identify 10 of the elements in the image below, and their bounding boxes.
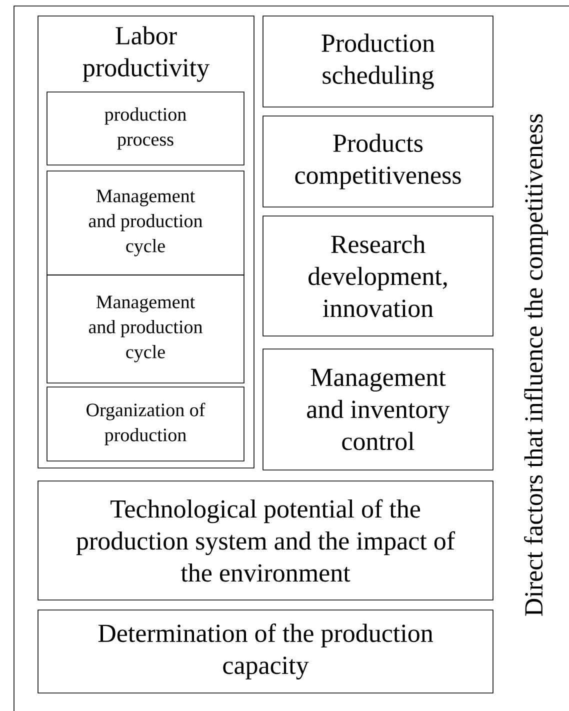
factor-box: Production scheduling [262,16,494,108]
factor-box: Organization of production [46,386,244,462]
factor-box: Determination of the production capacity [38,610,494,694]
factor-box: Technological potential of the production system and the impact of the environment [38,480,494,600]
factor-box: Research development, innovation [262,216,494,336]
factor-box: production process [46,92,244,166]
factor-box: Management and production cycle [46,274,244,384]
factor-box: Management and inventory control [262,348,494,470]
factor-box: Management and production cycle [46,170,244,276]
factor-box: Products competitiveness [262,116,494,208]
